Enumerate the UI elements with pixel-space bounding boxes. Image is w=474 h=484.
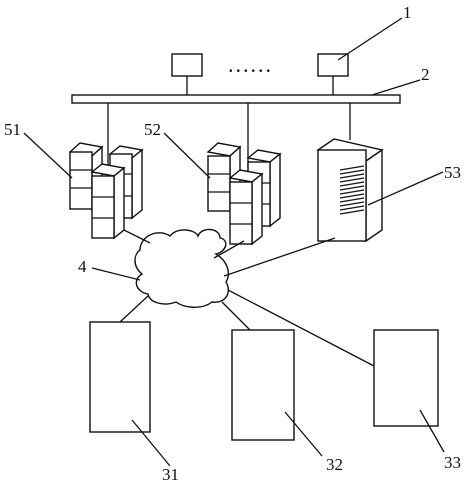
label-31-leader (131, 419, 171, 467)
device-31-box (89, 321, 151, 433)
link-cloud-32 (221, 301, 251, 331)
server-group-51-icon (68, 142, 144, 240)
label-2-leader (371, 79, 421, 96)
label-52: 52 (144, 120, 161, 139)
link-53-cloud (223, 237, 336, 277)
label-31: 31 (162, 465, 179, 484)
label-51: 51 (4, 120, 21, 139)
server-group-52-icon (206, 142, 282, 246)
label-1: 1 (403, 3, 412, 22)
label-4: 4 (78, 257, 87, 276)
server-rack-53-icon (316, 138, 384, 243)
terminal-ellipsis: ...... (228, 52, 273, 77)
link-cloud-31 (119, 295, 149, 323)
label-32: 32 (326, 455, 343, 474)
label-32-leader (284, 411, 323, 457)
label-2: 2 (421, 65, 430, 84)
link-52-cloud (213, 240, 245, 259)
link-cloud-33 (227, 289, 375, 367)
label-52-leader (163, 132, 211, 179)
label-1-leader (337, 17, 403, 61)
bus-bar (71, 94, 401, 104)
label-33: 33 (444, 453, 461, 472)
label-51-leader (23, 132, 73, 179)
label-53-leader (367, 171, 444, 206)
label-4-leader (91, 267, 141, 281)
network-cloud-icon (134, 228, 230, 308)
terminal-box-right (317, 53, 349, 77)
label-33-leader (419, 409, 445, 453)
link-51-cloud (123, 229, 151, 244)
label-53: 53 (444, 163, 461, 182)
terminal-box-left (171, 53, 203, 77)
device-33-box (373, 329, 439, 427)
device-32-box (231, 329, 295, 441)
